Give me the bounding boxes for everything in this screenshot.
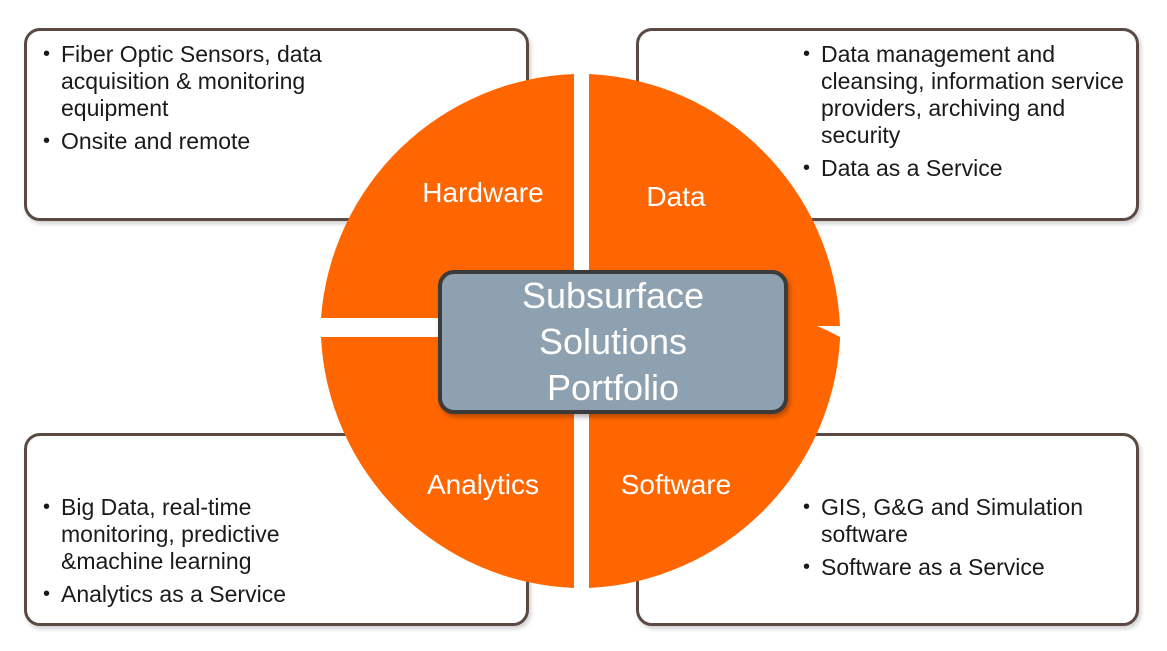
hardware-segment: [321, 74, 574, 318]
analytics-bullet-1: Big Data, real-time monitoring, predicti…: [39, 494, 339, 575]
hardware-bullet-1: Fiber Optic Sensors, data acquisition & …: [39, 41, 369, 122]
center-title-line-1: Subsurface: [521, 275, 705, 316]
data-segment: [589, 74, 840, 326]
software-label: Software: [620, 469, 732, 500]
hardware-label: Hardware: [422, 177, 544, 208]
hardware-bullet-2: Onsite and remote: [39, 128, 369, 155]
data-bullet-1: Data management and cleansing, informati…: [799, 41, 1129, 149]
center-title-line-3: Portfolio: [546, 367, 680, 408]
center-title-box: Subsurface Solutions Portfolio: [438, 270, 788, 414]
analytics-label: Analytics: [426, 469, 540, 500]
center-title-line-2: Solutions: [538, 321, 688, 362]
data-bullet-2: Data as a Service: [799, 155, 1129, 182]
software-bullet-2: Software as a Service: [799, 554, 1139, 581]
data-label: Data: [646, 181, 706, 212]
software-bullet-1: GIS, G&G and Simulation software: [799, 494, 1139, 548]
analytics-bullet-2: Analytics as a Service: [39, 581, 339, 608]
